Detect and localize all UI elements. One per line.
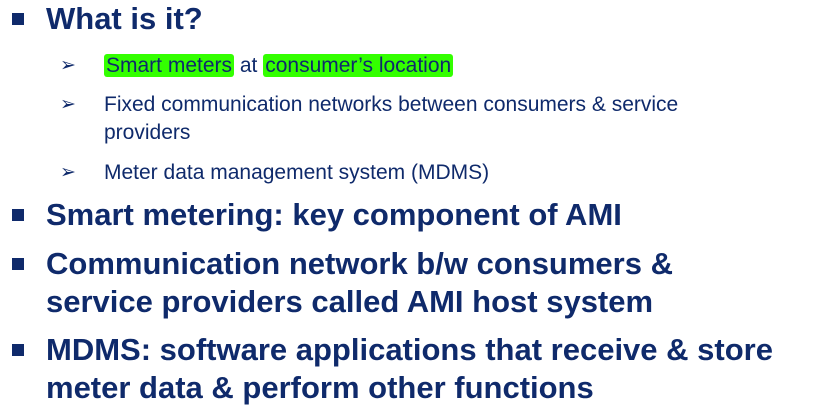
sub-bullet-text: Meter data management system (MDMS) (104, 161, 490, 184)
plain-text: at (234, 54, 264, 77)
bullet-text-line2: meter data & perform other functions (46, 370, 594, 405)
arrow-bullet-icon: ➢ (60, 162, 76, 183)
highlighted-text: consumer’s location (263, 54, 454, 77)
bullet-text-line1: MDMS: software applications that receive… (46, 332, 773, 367)
arrow-bullet-icon: ➢ (60, 55, 76, 76)
bullet-text: Smart metering: key component of AMI (46, 197, 622, 232)
bullet-text: What is it? (46, 1, 203, 36)
highlighted-text: Smart meters (104, 54, 235, 77)
bullet-text-line1: Communication network b/w consumers & (46, 246, 673, 281)
square-bullet-icon (12, 344, 24, 356)
sub-bullet-text: Smart meters at consumer’s location (104, 54, 454, 78)
square-bullet-icon (12, 209, 24, 221)
square-bullet-icon (12, 258, 24, 270)
bullet-text-line2: service providers called AMI host system (46, 284, 654, 319)
sub-bullet-text-line1: Fixed communication networks between con… (104, 93, 679, 116)
square-bullet-icon (12, 13, 24, 25)
arrow-bullet-icon: ➢ (60, 94, 76, 115)
sub-bullet-text-line2: providers (104, 121, 191, 144)
